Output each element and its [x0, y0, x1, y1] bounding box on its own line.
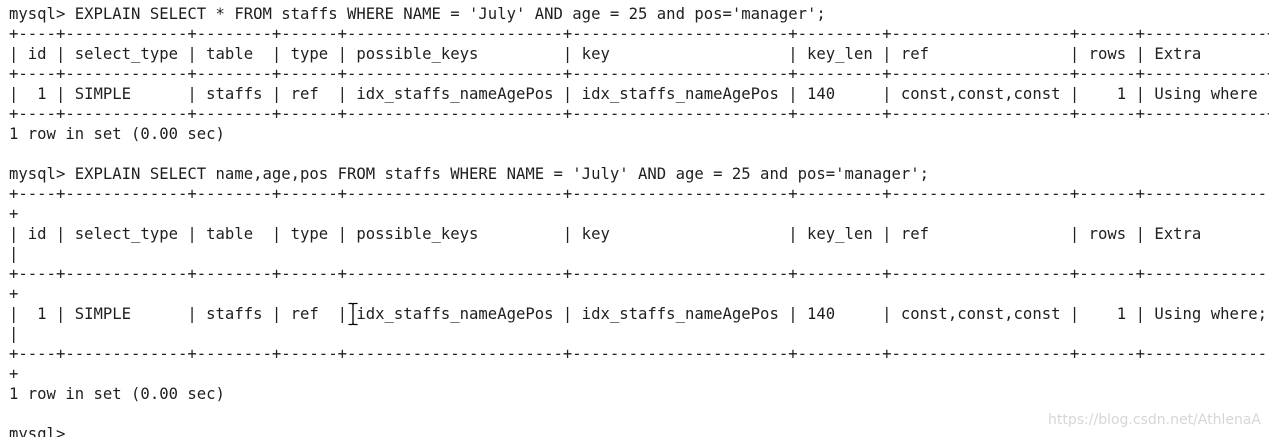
table-border-wrap: +	[9, 285, 19, 303]
table-border-wrap: +	[9, 365, 19, 383]
table-border-bottom-2: +----+-------------+--------+------+----…	[9, 345, 1269, 363]
table-row-wrap: |	[9, 245, 19, 263]
table-data-row-1: | 1 | SIMPLE | staffs | ref | idx_staffs…	[9, 85, 1269, 103]
command-line-1: mysql> EXPLAIN SELECT * FROM staffs WHER…	[9, 5, 826, 23]
table-header-row-2: | id | select_type | table | type | poss…	[9, 225, 1202, 243]
watermark: https://blog.csdn.net/AthlenaA	[1048, 412, 1261, 428]
table-border-mid-1: +----+-------------+--------+------+----…	[9, 65, 1269, 83]
table-header-row-1: | id | select_type | table | type | poss…	[9, 45, 1269, 63]
result-summary-1: 1 row in set (0.00 sec)	[9, 125, 225, 143]
mysql-terminal-output[interactable]: mysql> EXPLAIN SELECT * FROM staffs WHER…	[9, 4, 1269, 437]
table-data-row-2: | 1 | SIMPLE | staffs | ref | idx_staffs…	[9, 305, 1269, 323]
result-summary-2: 1 row in set (0.00 sec)	[9, 385, 225, 403]
text-ibeam-cursor-icon	[347, 302, 359, 326]
table-border-mid-2: +----+-------------+--------+------+----…	[9, 265, 1269, 283]
mysql-prompt[interactable]: mysql>	[9, 425, 66, 437]
table-border-top-1: +----+-------------+--------+------+----…	[9, 25, 1269, 43]
table-border-bottom-1: +----+-------------+--------+------+----…	[9, 105, 1269, 123]
table-border-wrap: +	[9, 205, 19, 223]
table-row-wrap: |	[9, 325, 19, 343]
table-border-top-2: +----+-------------+--------+------+----…	[9, 185, 1269, 203]
command-line-2: mysql> EXPLAIN SELECT name,age,pos FROM …	[9, 165, 930, 183]
